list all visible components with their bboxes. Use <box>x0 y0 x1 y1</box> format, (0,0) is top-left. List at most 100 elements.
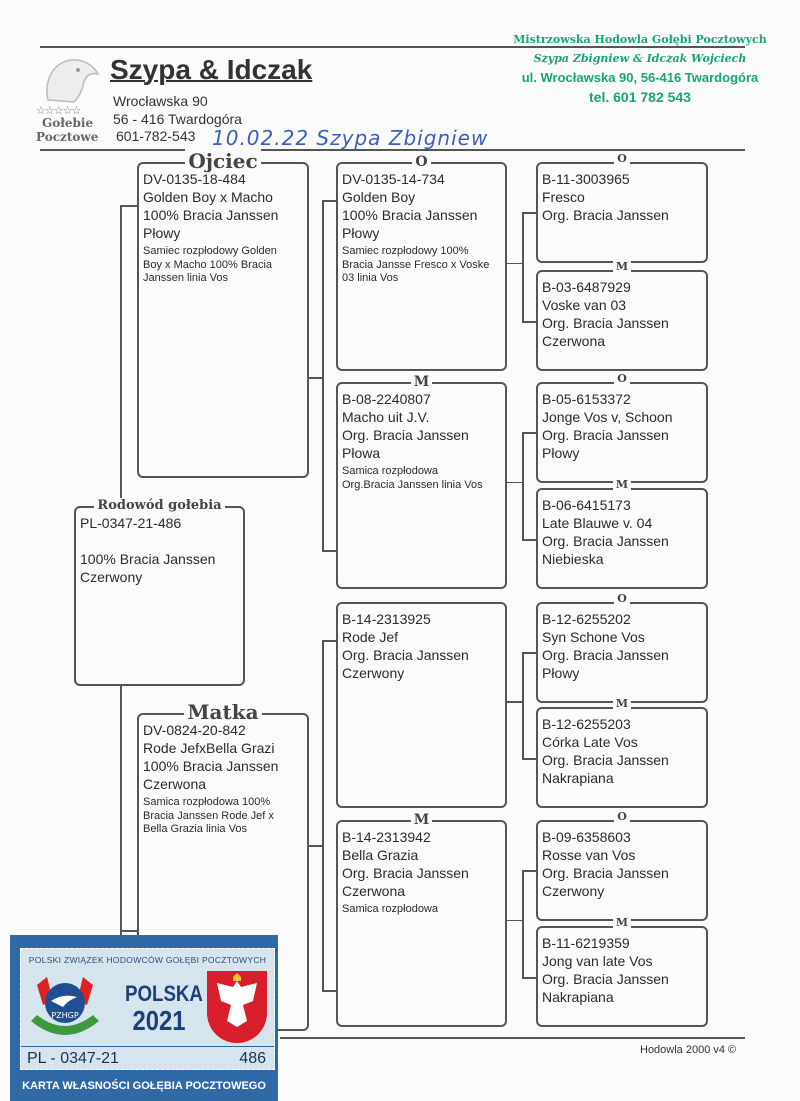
connector <box>507 262 523 264</box>
connector <box>507 481 523 483</box>
logo-text-1: Gołebie <box>42 116 94 130</box>
pigeon-info-line: Czerwona <box>542 333 606 349</box>
note-line: Bracia Janssen Rode Jef x <box>143 809 274 822</box>
stamp-line4: tel. 601 782 543 <box>589 89 691 105</box>
ring-number: B-11-6219359 <box>542 935 630 951</box>
logo-text-2: Pocztowe <box>36 130 99 144</box>
pigeon-notes: Samiec rozpłodowy 100%Bracia Jansse Fres… <box>342 245 501 286</box>
breeder-title: Szypa & Idczak <box>110 54 313 85</box>
box-label: O <box>614 810 630 823</box>
pigeon-info-line: Org. Bracia Janssen <box>542 865 669 881</box>
pigeon-info-line: Płowy <box>143 225 181 241</box>
note-line: Bella Grazia linia Vos <box>143 823 247 835</box>
pigeon-info-line: Org. Bracia Janssen <box>542 207 669 223</box>
connector <box>522 870 524 977</box>
note-line: 03 linia Vos <box>342 272 399 284</box>
phone: 601-782-543 <box>116 128 196 144</box>
pigeon-logo-icon <box>38 52 104 104</box>
ring-card-divider <box>21 1046 274 1047</box>
connector <box>322 550 337 552</box>
pigeon-info-line: Córka Late Vos <box>542 734 638 750</box>
box-label: M <box>410 811 433 828</box>
pzhgp-logo-icon: PZHGP <box>27 971 103 1041</box>
pigeon-info-line: Jonge Vos v, Schoon <box>542 409 673 425</box>
pigeon-info-line: Jong van late Vos <box>542 953 653 969</box>
box-label: O <box>614 372 630 385</box>
note-line: Samiec rozpłodowy 100% <box>342 245 469 257</box>
ring-number: B-03-6487929 <box>542 279 631 295</box>
box-label: M <box>612 260 632 273</box>
connector <box>507 701 523 703</box>
ring-number: B-09-6358603 <box>542 829 631 845</box>
box-label: M <box>612 697 632 710</box>
box-label: O <box>614 592 630 605</box>
ring-card-bottom-text: KARTA WŁASNOŚCI GOŁĘBIA POCZTOWEGO <box>22 1080 266 1092</box>
box-label: Ojciec <box>185 149 261 173</box>
ring-card: POLSKI ZWIĄZEK HODOWCÓW GOŁĘBI POCZTOWYC… <box>10 935 278 1101</box>
pigeon-info-line: Płowy <box>542 445 580 461</box>
note-line: Samiec rozpłodowy Golden <box>143 245 277 257</box>
pzhgp-logo-text: PZHGP <box>51 1011 79 1020</box>
connector-mother <box>322 640 324 990</box>
box-label: O <box>412 153 431 170</box>
box-label: Rodowód gołebia <box>94 498 225 514</box>
pigeon-notes: Samica rozpłodowa <box>342 903 501 917</box>
pigeon-info-line: Org. Bracia Janssen <box>542 427 669 443</box>
pigeon-info-line: Voske van 03 <box>542 297 627 313</box>
footer-rule <box>280 1037 745 1039</box>
ring-number: DV-0824-20-842 <box>143 722 246 738</box>
pigeon-info-line: Płowa <box>342 445 381 461</box>
ring-number: B-05-6153372 <box>542 391 631 407</box>
ring-card-number: 486 <box>239 1050 266 1067</box>
handwritten-note: 10.02.22 Szypa Zbigniew <box>212 126 489 150</box>
connector-father <box>322 200 324 550</box>
pigeon-info-line: Nakrapiana <box>542 770 614 786</box>
connector <box>322 640 337 642</box>
ring-card-panel: POLSKI ZWIĄZEK HODOWCÓW GOŁĘBI POCZTOWYC… <box>20 948 275 1070</box>
header-top-rule <box>40 46 745 48</box>
connector <box>522 432 524 539</box>
connector <box>120 930 138 932</box>
pigeon-info-line: Macho uit J.V. <box>342 409 430 425</box>
connector <box>322 200 337 202</box>
address-city: 56 - 416 Twardogóra <box>113 111 242 127</box>
pigeon-info-line: Rode JefxBella Grazi <box>143 740 275 756</box>
box-label: M <box>612 916 632 929</box>
pigeon-info-line: Rosse van Vos <box>542 847 636 863</box>
pigeon-info-line: 100% Bracia Janssen <box>342 207 478 223</box>
pigeon-info-line: Fresco <box>542 189 585 205</box>
pigeon-info-line: 100% Bracia Janssen <box>80 551 216 567</box>
pigeon-info-line: Org. Bracia Janssen <box>342 427 469 443</box>
pigeon-info-line: Czerwony <box>80 569 143 585</box>
connector <box>322 990 337 992</box>
ring-number: B-12-6255203 <box>542 716 631 732</box>
pigeon-info-line: Niebieska <box>542 551 604 567</box>
ring-number: B-14-2313942 <box>342 829 431 845</box>
ring-card-org: POLSKI ZWIĄZEK HODOWCÓW GOŁĘBI POCZTOWYC… <box>28 955 267 965</box>
pigeon-info-line: Org. Bracia Janssen <box>542 752 669 768</box>
pigeon-info-line: Org. Bracia Janssen <box>342 865 469 881</box>
note-line: Bracia Jansse Fresco x Voske <box>342 258 490 271</box>
header-bottom-rule <box>40 149 745 151</box>
box-label: O <box>614 152 630 165</box>
pigeon-info-line: Org. Bracia Janssen <box>542 533 669 549</box>
connector <box>522 321 537 323</box>
connector <box>308 845 323 847</box>
pigeon-info-line: 100% Bracia Janssen <box>143 207 279 223</box>
pigeon-info-line: Czerwony <box>342 665 405 681</box>
ring-number: DV-0135-14-734 <box>342 171 445 187</box>
note-line: Samica rozpłodowa <box>342 903 438 915</box>
connector <box>522 977 537 979</box>
pigeon-info-line: Org. Bracia Janssen <box>542 647 669 663</box>
ring-card-prefix: PL - 0347-21 <box>27 1050 119 1067</box>
note-line: Samica rozpłodowa <box>342 465 438 477</box>
